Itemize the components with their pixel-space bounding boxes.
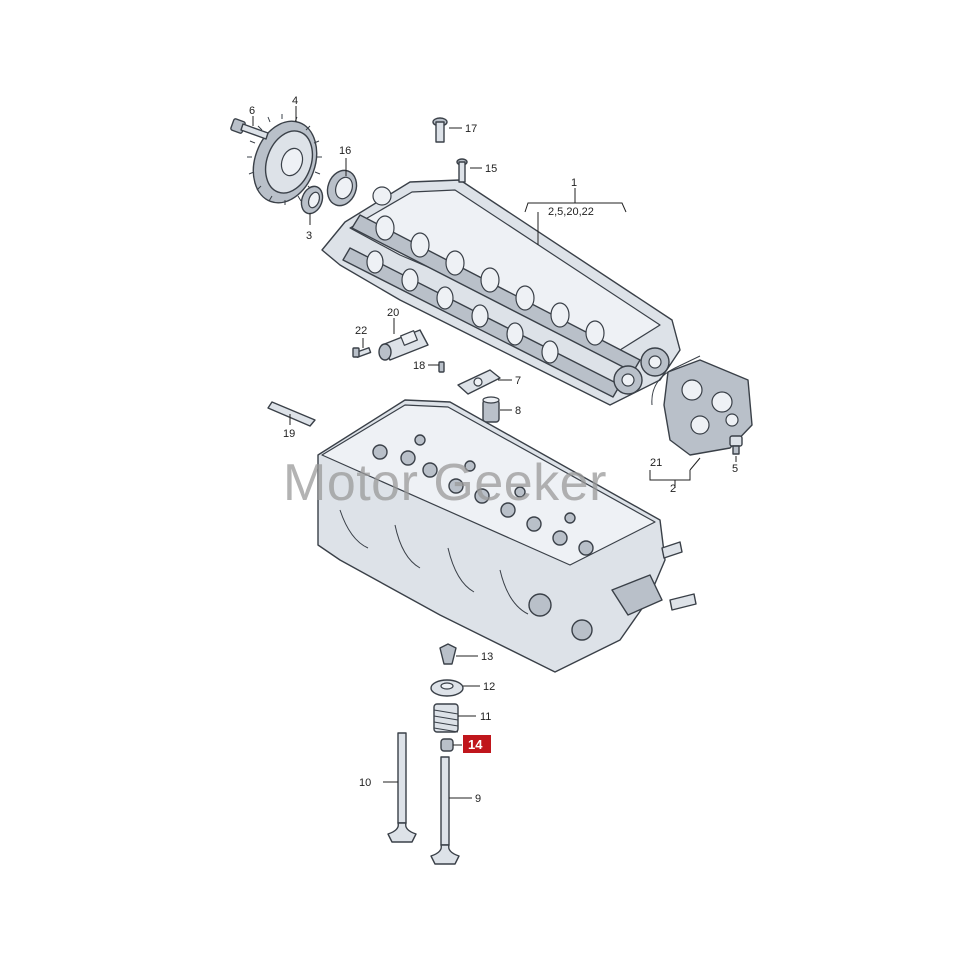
camshaft-sensor [378,329,429,361]
callout-6: 6 [249,105,255,117]
hydraulic-lifter [482,396,500,423]
watermark-text: Motor Geeker [283,454,607,512]
dowel-pin [438,361,445,373]
rear-cover-plate [651,355,753,456]
callout-labels: 1 2,5,20,22 2 3 4 5 6 7 8 9 10 11 12 13 … [249,95,738,805]
valve-spring-retainer [430,679,464,697]
callout-1-sublist: 2,5,20,22 [548,206,594,218]
callout-15: 15 [485,163,497,175]
callout-17: 17 [465,123,477,135]
callout-20: 20 [387,307,399,319]
callout-21: 21 [650,457,662,469]
callout-1: 1 [571,177,577,189]
callout-8: 8 [515,405,521,417]
callout-5: 5 [732,463,738,475]
housing-bolt-15 [456,158,468,183]
callout-18: 18 [413,360,425,372]
gasket-strip [267,401,316,427]
callout-7: 7 [515,375,521,387]
callout-19: 19 [283,428,295,440]
callout-3: 3 [306,230,312,242]
sprocket-bolt [230,118,269,140]
callout-9: 9 [475,793,481,805]
callout-13: 13 [481,651,493,663]
housing-bolt-17 [432,117,448,143]
exhaust-valve [430,756,460,865]
callout-22: 22 [355,325,367,337]
callout-11: 11 [480,711,491,723]
camshaft-sprocket [247,114,322,205]
cylinder-head [317,399,697,673]
cover-bolt [729,435,743,455]
oil-seal [300,185,324,215]
callout-14-highlight: 14 [463,735,491,753]
callout-10: 10 [359,777,371,789]
camshaft-housing [321,179,681,406]
valve-ports [372,434,594,556]
callout-14: 14 [468,737,483,752]
camshaft [342,214,641,398]
leader-lines [252,106,737,799]
roller-rocker [457,369,501,395]
callout-12: 12 [483,681,495,693]
callout-14-badge [463,735,491,753]
intake-valve [387,732,417,843]
valve-spring [433,703,459,733]
callout-16: 16 [339,145,351,157]
callout-2: 2 [670,483,676,495]
valve-cotter [439,643,457,665]
seal-ring [326,169,358,207]
sensor-bolt [352,347,372,358]
callout-4: 4 [292,95,298,107]
valve-stem-seal [440,738,454,752]
